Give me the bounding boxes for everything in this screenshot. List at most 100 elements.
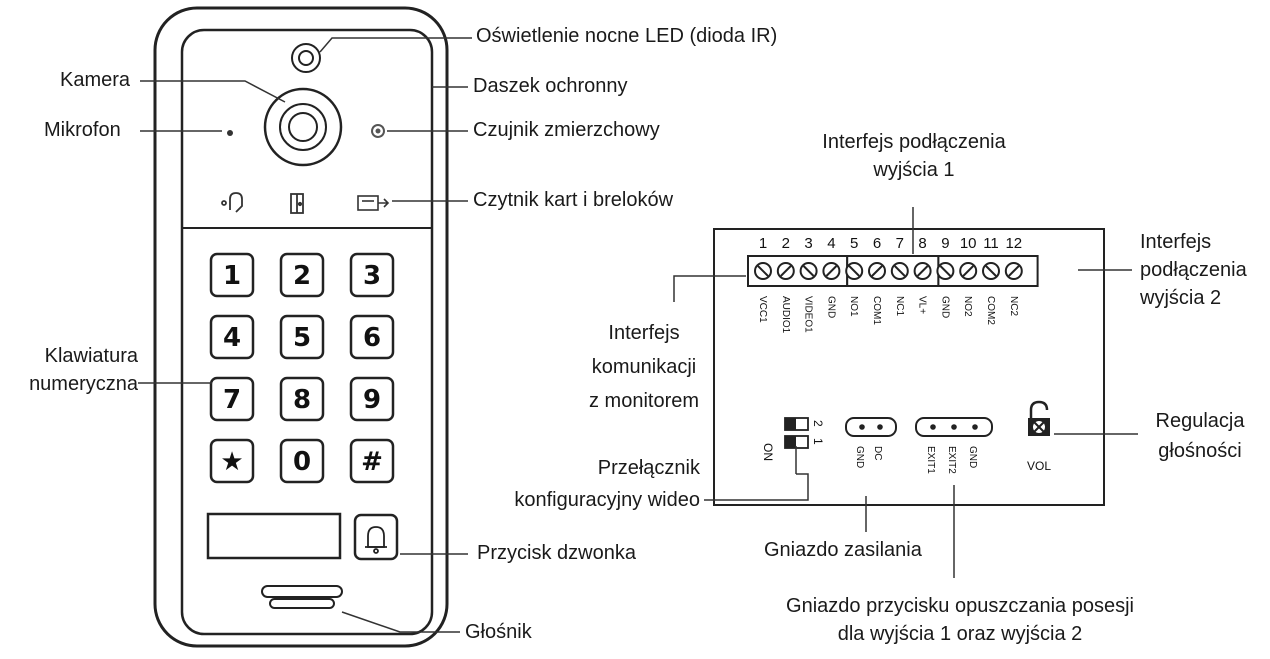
- camera-lens-icon: [263, 87, 343, 167]
- keypad-key-frame: [279, 252, 325, 298]
- terminal-screw-icon[interactable]: [754, 262, 772, 280]
- keypad-key-frame: [279, 376, 325, 422]
- terminal-screw-icon[interactable]: [868, 262, 886, 280]
- keypad-key-frame: [209, 438, 255, 484]
- keypad-key-label: 2: [293, 261, 311, 291]
- label-video-switch-line1: Przełącznik: [597, 457, 700, 479]
- keypad-key[interactable]: #: [349, 438, 395, 484]
- label-volume-line1: Regulacja: [1155, 410, 1245, 432]
- terminal-label: COM1: [871, 296, 882, 325]
- terminal-number: 11: [983, 235, 999, 252]
- label-canopy: Daszek ochronny: [473, 75, 628, 97]
- exit-pin-gnd: GND: [967, 446, 978, 468]
- label-video-switch-line2: konfiguracyjny wideo: [514, 489, 700, 511]
- keypad-key[interactable]: 2: [279, 252, 325, 298]
- terminal-number: 9: [941, 235, 949, 252]
- terminal-number: 6: [873, 235, 881, 252]
- ir-led-icon: [291, 43, 321, 73]
- keypad-key[interactable]: 0: [279, 438, 325, 484]
- door-icon: [290, 193, 304, 214]
- keypad-key-frame: [279, 438, 325, 484]
- label-keypad-line1: Klawiatura: [44, 345, 138, 367]
- terminal-label: VIDEO1: [803, 296, 814, 333]
- label-output2-line3: wyjścia 2: [1140, 287, 1222, 309]
- switch-2-label: 2: [811, 420, 825, 427]
- bell-icon: [365, 526, 387, 554]
- keypad-key-frame: [349, 438, 395, 484]
- keypad-key[interactable]: ★: [209, 438, 255, 484]
- label-monitor-line1: Interfejs: [608, 322, 680, 344]
- keypad-key[interactable]: 6: [349, 314, 395, 360]
- terminal-screw-icon[interactable]: [913, 262, 932, 280]
- keypad-key-label: 0: [293, 447, 311, 477]
- keypad-key-frame: [349, 252, 395, 298]
- keypad-key-frame: [209, 252, 255, 298]
- keypad-key-frame: [349, 314, 395, 360]
- terminal-screw-icon[interactable]: [890, 262, 909, 280]
- keypad-key-label: 1: [223, 261, 241, 291]
- keypad-key[interactable]: 4: [209, 314, 255, 360]
- terminal-screw-icon[interactable]: [799, 262, 818, 280]
- keypad-key[interactable]: 7: [209, 376, 255, 422]
- terminal-label: NO2: [962, 296, 973, 317]
- label-card-reader: Czytnik kart i breloków: [473, 189, 674, 211]
- bell-button[interactable]: [353, 513, 399, 561]
- keypad-key[interactable]: 1: [209, 252, 255, 298]
- keypad-key-label: 5: [293, 323, 311, 353]
- keypad-key-label: 3: [363, 261, 381, 291]
- terminal-screw-icon[interactable]: [959, 262, 978, 280]
- label-speaker: Głośnik: [465, 621, 532, 643]
- power-jack: GND DC: [845, 417, 897, 468]
- terminal-number: 12: [1005, 235, 1022, 252]
- lock-icon: [1029, 400, 1049, 418]
- dc-pin-dc: DC: [872, 446, 883, 460]
- terminal-screw-icon[interactable]: [845, 262, 864, 280]
- terminal-screw-icon[interactable]: [936, 262, 955, 280]
- keypad-key-label: 9: [363, 385, 381, 415]
- terminal-label: AUDIO1: [780, 296, 791, 334]
- label-output2: Interfejs podłączenia wyjścia 2: [1140, 228, 1247, 312]
- unlock-icon: [221, 192, 243, 213]
- door-station-panel: 1 2 3 4 5 6 7 8 9 ★ 0 #: [153, 6, 449, 648]
- keypad-key[interactable]: 3: [349, 252, 395, 298]
- terminal-number: 3: [804, 235, 812, 252]
- label-microphone: Mikrofon: [44, 119, 121, 141]
- keypad-key-label: 8: [293, 385, 311, 415]
- volume-potentiometer[interactable]: VOL: [1027, 400, 1051, 473]
- keypad-key-frame: [349, 376, 395, 422]
- panel-leader-lines: [138, 37, 472, 633]
- dc-pin-gnd: GND: [854, 446, 865, 468]
- terminal-label: VL+: [917, 296, 928, 314]
- microphone-hole-icon: [227, 130, 233, 136]
- board-leader-lines: [673, 207, 1138, 578]
- label-output2-line1: Interfejs: [1140, 231, 1212, 253]
- terminal-strip: 1VCC12AUDIO13VIDEO14GND5NO16COM17NC18VL+…: [747, 235, 1039, 334]
- keypad-key-frame: [209, 314, 255, 360]
- label-exit-socket-line2: dla wyjścia 1 oraz wyjścia 2: [837, 623, 1083, 645]
- keypad-key-label: 6: [363, 323, 381, 353]
- video-dip-switch[interactable]: ON 2 1: [761, 417, 825, 461]
- label-output2-line2: podłączenia: [1140, 259, 1247, 281]
- label-output1: Interfejs podłączenia wyjścia 1: [800, 128, 1028, 184]
- label-exit-socket-line1: Gniazdo przycisku opuszczania posesji: [786, 595, 1134, 617]
- switch-1-label: 1: [811, 438, 825, 445]
- label-monitor-interface: Interfejs komunikacji z monitorem: [564, 316, 724, 418]
- terminal-screw-icon[interactable]: [822, 262, 841, 280]
- terminal-label: NC2: [1008, 296, 1019, 316]
- label-light-sensor: Czujnik zmierzchowy: [473, 119, 660, 141]
- keypad-key[interactable]: 8: [279, 376, 325, 422]
- terminal-screw-icon[interactable]: [982, 262, 1000, 280]
- label-exit-socket: Gniazdo przycisku opuszczania posesji dl…: [730, 592, 1190, 648]
- keypad-key[interactable]: 5: [279, 314, 325, 360]
- terminal-label: NC1: [894, 296, 905, 316]
- keypad-key-label: 4: [223, 323, 241, 353]
- keypad-key-label: #: [361, 447, 383, 477]
- terminal-number: 5: [850, 235, 858, 252]
- keypad-key[interactable]: 9: [349, 376, 395, 422]
- terminal-screw-icon[interactable]: [1004, 262, 1023, 280]
- terminal-label: GND: [939, 296, 950, 318]
- terminal-number: 7: [896, 235, 904, 252]
- terminal-screw-icon[interactable]: [776, 262, 795, 280]
